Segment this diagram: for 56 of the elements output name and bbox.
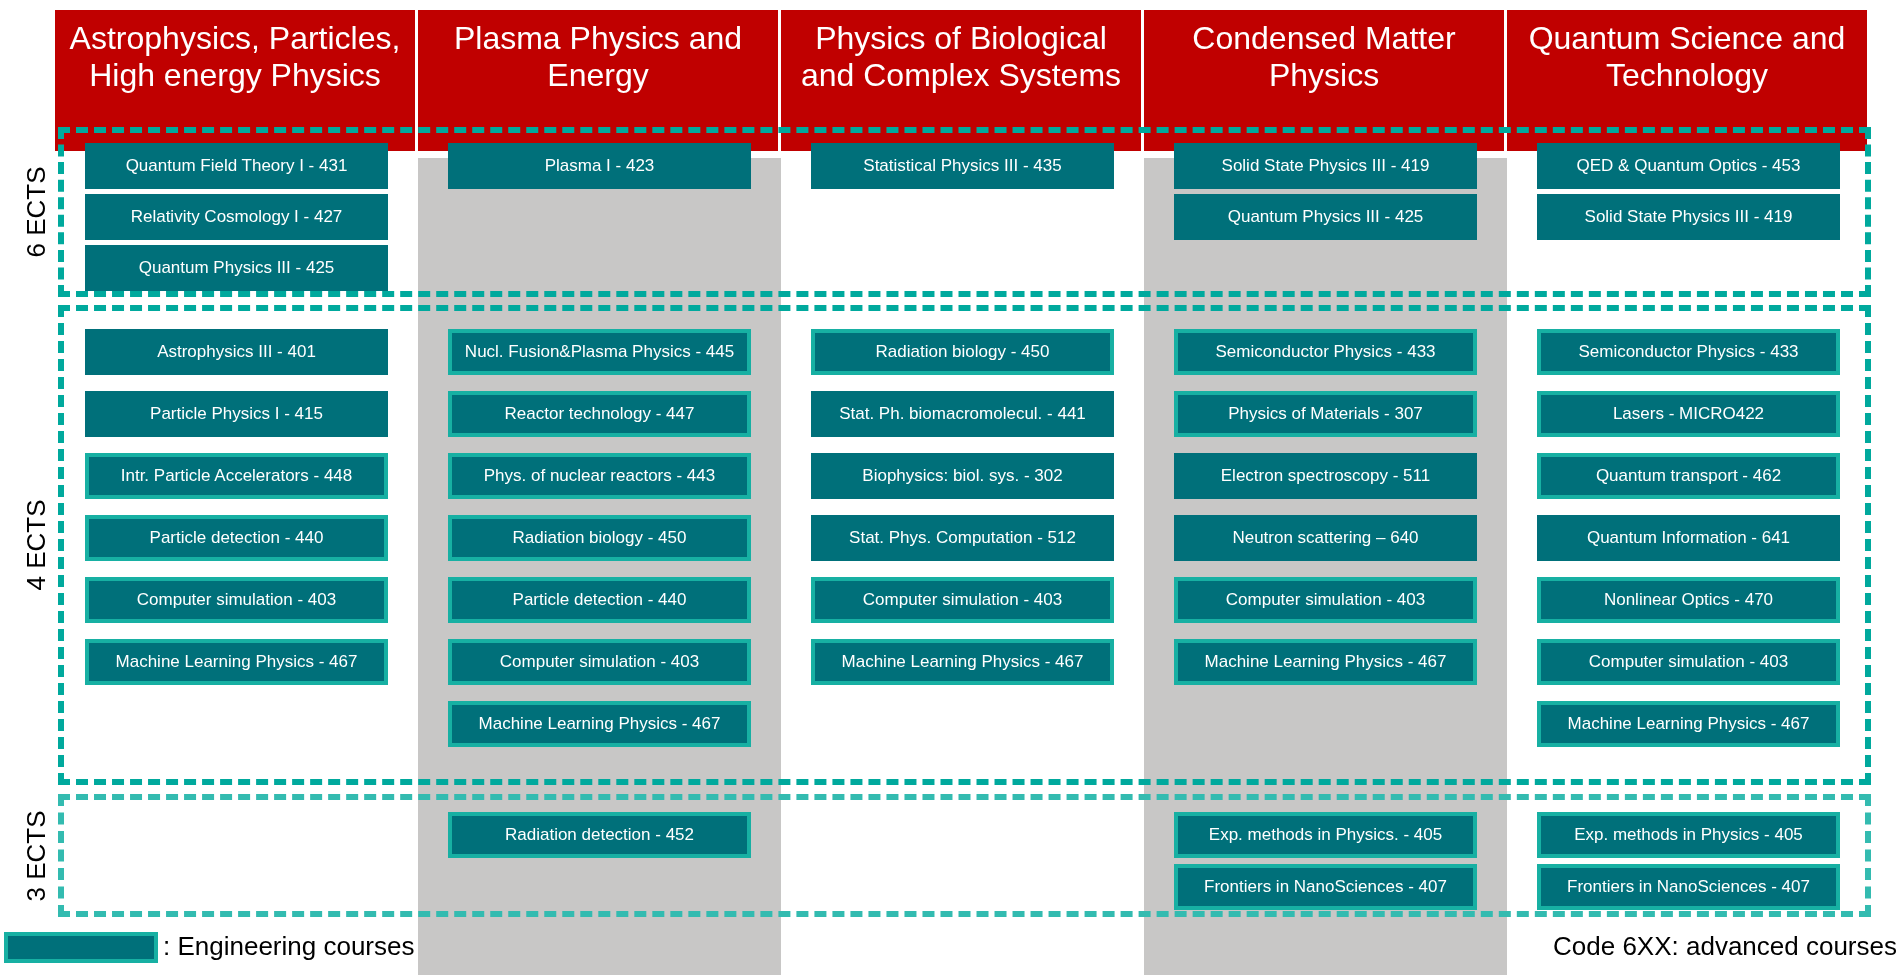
course-box: Neutron scattering – 640 <box>1174 515 1477 561</box>
course-box: Machine Learning Physics - 467 <box>1174 639 1477 685</box>
course-box: Reactor technology - 447 <box>448 391 751 437</box>
course-box: Exp. methods in Physics - 405 <box>1537 812 1840 858</box>
column-header: Physics of Biological and Complex Systems <box>781 10 1141 151</box>
course-box: Statistical Physics III - 435 <box>811 143 1114 189</box>
course-box: Biophysics: biol. sys. - 302 <box>811 453 1114 499</box>
course-box: Radiation biology - 450 <box>811 329 1114 375</box>
course-box: Frontiers in NanoSciences - 407 <box>1537 864 1840 910</box>
course-box: Semiconductor Physics - 433 <box>1174 329 1477 375</box>
course-box: Nonlinear Optics - 470 <box>1537 577 1840 623</box>
course-box: Lasers - MICRO422 <box>1537 391 1840 437</box>
course-box: Electron spectroscopy - 511 <box>1174 453 1477 499</box>
ects-label: 4 ECTS <box>20 499 52 591</box>
course-box: Machine Learning Physics - 467 <box>448 701 751 747</box>
course-box: Exp. methods in Physics. - 405 <box>1174 812 1477 858</box>
course-box: Semiconductor Physics - 433 <box>1537 329 1840 375</box>
course-box: Computer simulation - 403 <box>1174 577 1477 623</box>
course-box: Machine Learning Physics - 467 <box>85 639 388 685</box>
course-box: Computer simulation - 403 <box>1537 639 1840 685</box>
course-box: Quantum transport - 462 <box>1537 453 1840 499</box>
course-box: Machine Learning Physics - 467 <box>811 639 1114 685</box>
course-box: Radiation detection - 452 <box>448 812 751 858</box>
ects-label: 6 ECTS <box>20 166 52 258</box>
course-box: Nucl. Fusion&Plasma Physics - 445 <box>448 329 751 375</box>
course-box: Frontiers in NanoSciences - 407 <box>1174 864 1477 910</box>
legend-text: : Engineering courses <box>163 931 415 962</box>
column-header: Plasma Physics and Energy <box>418 10 778 151</box>
course-box: Physics of Materials - 307 <box>1174 391 1477 437</box>
course-box: Intr. Particle Accelerators - 448 <box>85 453 388 499</box>
column-header: Astrophysics, Particles, High energy Physics <box>55 10 415 151</box>
course-box: Quantum Physics III - 425 <box>1174 194 1477 240</box>
course-box: Radiation biology - 450 <box>448 515 751 561</box>
note-text: Code 6XX: advanced courses <box>1553 931 1897 962</box>
course-box: Machine Learning Physics - 467 <box>1537 701 1840 747</box>
course-box: Phys. of nuclear reactors - 443 <box>448 453 751 499</box>
course-box: Computer simulation - 403 <box>448 639 751 685</box>
course-box: Solid State Physics III - 419 <box>1537 194 1840 240</box>
course-box: Computer simulation - 403 <box>85 577 388 623</box>
course-box: Astrophysics III - 401 <box>85 329 388 375</box>
course-box: Solid State Physics III - 419 <box>1174 143 1477 189</box>
course-box: Quantum Physics III - 425 <box>85 245 388 291</box>
column-header: Condensed Matter Physics <box>1144 10 1504 151</box>
course-box: Computer simulation - 403 <box>811 577 1114 623</box>
column-header: Quantum Science and Technology <box>1507 10 1867 151</box>
course-box: Stat. Phys. Computation - 512 <box>811 515 1114 561</box>
course-box: Particle detection - 440 <box>448 577 751 623</box>
course-box: Particle detection - 440 <box>85 515 388 561</box>
ects-label: 3 ECTS <box>20 810 52 901</box>
course-box: Plasma I - 423 <box>448 143 751 189</box>
course-box: Quantum Information - 641 <box>1537 515 1840 561</box>
course-box: Quantum Field Theory I - 431 <box>85 143 388 189</box>
course-box: QED & Quantum Optics - 453 <box>1537 143 1840 189</box>
course-box: Particle Physics I - 415 <box>85 391 388 437</box>
course-box: Stat. Ph. biomacromolecul. - 441 <box>811 391 1114 437</box>
course-box: Relativity Cosmology I - 427 <box>85 194 388 240</box>
